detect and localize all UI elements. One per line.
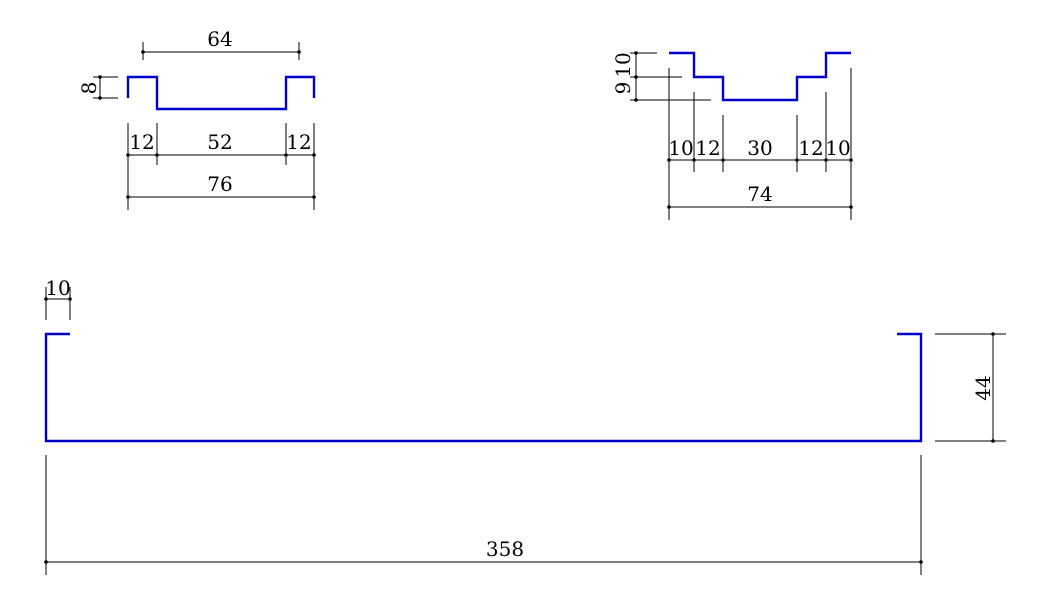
profile-b-label-step-lower: 9: [611, 82, 635, 95]
profile-b-dim-step-dot-bottom: [634, 98, 638, 102]
profile-a-label-top: 64: [207, 27, 232, 51]
profile-a-label-web: 52: [207, 130, 232, 154]
profile-b-dim-step-dot-mid: [634, 75, 638, 79]
profile-a-dim-seg-dot-4: [312, 153, 316, 157]
profile-b-label-seg-5: 10: [825, 136, 850, 160]
profile-c: 10 44 358: [44, 276, 1006, 575]
profile-a-label-total: 76: [207, 172, 232, 196]
profile-b-label-total: 74: [747, 182, 772, 206]
profile-c-label-height: 44: [971, 375, 995, 400]
profile-a-dim-total-dot-left: [126, 195, 130, 199]
profile-a-outline: [126, 75, 316, 111]
profile-c-dim-total-dot-left: [44, 560, 48, 564]
profile-b-outline: [669, 51, 851, 102]
profile-a-label-height: 8: [77, 82, 101, 95]
profile-c-dim-total-dot-right: [919, 560, 923, 564]
profile-a-dim-total-dot-right: [312, 195, 316, 199]
profile-a-dim-seg-dot-1: [126, 153, 130, 157]
profile-c-dim-height-dot-bottom: [991, 439, 995, 443]
profile-b-dim-total-dot-right: [849, 205, 853, 209]
profile-b-dim-seg-dot-4: [795, 158, 799, 162]
profile-a-label-right-flange: 12: [286, 130, 311, 154]
profile-b-dim-total-dot-left: [667, 205, 671, 209]
profile-c-dim-flange-dot-left: [44, 297, 48, 301]
profile-c-label-flange: 10: [45, 276, 70, 300]
profile-b-label-seg-2: 12: [695, 136, 720, 160]
profile-b-label-seg-1: 10: [668, 136, 693, 160]
profile-a-dim-seg-dot-3: [284, 153, 288, 157]
profile-b-dim-seg-dot-2: [692, 158, 696, 162]
profile-a-dim-top-dot-left: [141, 50, 145, 54]
profile-b-dim-seg-dot-1: [667, 158, 671, 162]
profile-b: 10 9 10 12 30 12 10 74: [611, 51, 853, 220]
profile-a-dim-height-dot-bottom: [98, 96, 102, 100]
profile-a-label-left-flange: 12: [129, 130, 154, 154]
profile-c-label-total: 358: [486, 537, 524, 561]
profile-c-outline: [44, 332, 923, 443]
profile-a: 64 8 12 52 12 76: [77, 27, 316, 210]
profile-b-label-seg-3: 30: [747, 136, 772, 160]
profile-b-label-seg-4: 12: [798, 136, 823, 160]
profile-b-dim-seg-dot-5: [824, 158, 828, 162]
profile-b-dim-seg-dot-6: [849, 158, 853, 162]
profile-b-label-step-upper: 10: [611, 52, 635, 77]
profile-b-dim-step-dot-top: [634, 51, 638, 55]
profile-a-dim-top-dot-right: [297, 50, 301, 54]
profile-c-dim-flange-dot-right: [68, 297, 72, 301]
profile-a-dim-height-dot-top: [98, 75, 102, 79]
profile-a-dim-seg-dot-2: [155, 153, 159, 157]
profile-b-dim-seg-dot-3: [721, 158, 725, 162]
profile-c-dim-height-dot-top: [991, 332, 995, 336]
